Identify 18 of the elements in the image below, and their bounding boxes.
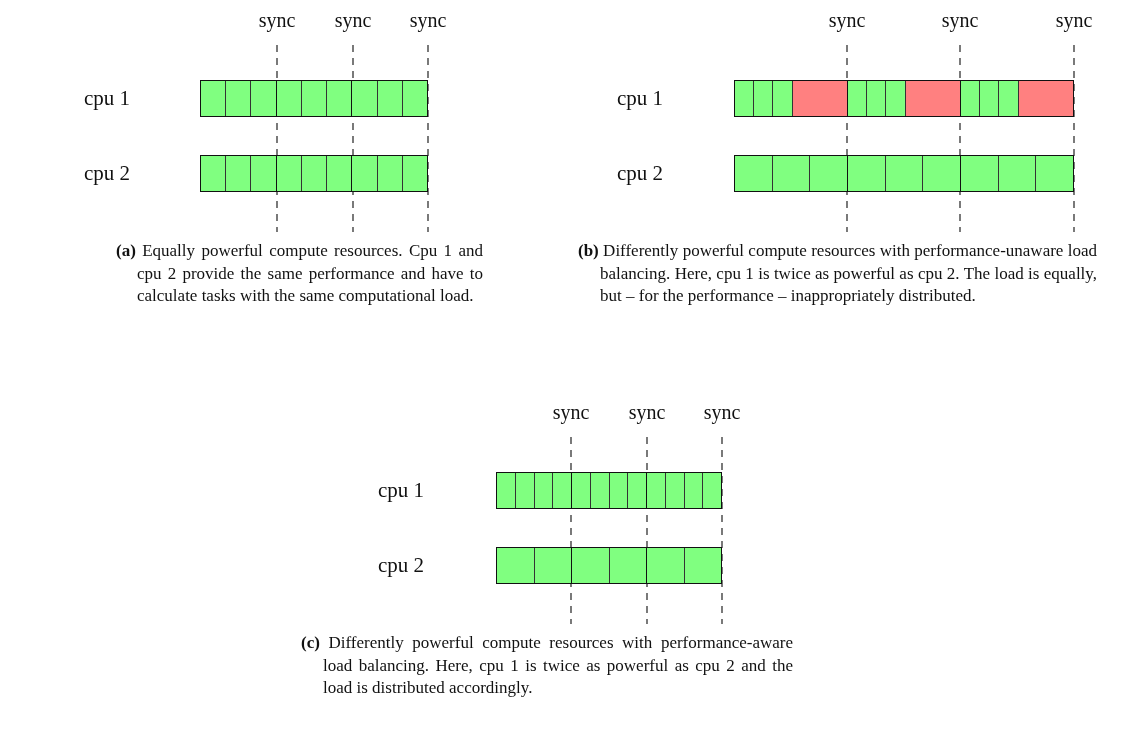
cpu-label: cpu 1 (84, 86, 131, 110)
cpu-label: cpu 1 (617, 86, 664, 110)
sync-label: sync (552, 400, 590, 424)
cpu-label: cpu 2 (617, 161, 664, 185)
subfigure-caption: (a) Equally powerful compute resources. Cpu 1 and cpu 2 provide the same performance and have to calculate tasks with the same computational load. (116, 240, 483, 307)
sync-label: sync (628, 400, 666, 424)
sync-label: sync (703, 400, 741, 424)
sync-label: sync (941, 8, 979, 32)
sync-label: sync (1055, 8, 1093, 32)
sync-label: sync (828, 8, 866, 32)
sync-label: sync (258, 8, 296, 32)
cpu-label: cpu 2 (378, 553, 425, 577)
sync-label: sync (409, 8, 447, 32)
sync-label: sync (334, 8, 372, 32)
cpu-label: cpu 2 (84, 161, 131, 185)
subfigure-caption: (b) Differently powerful compute resources with performance-unaware load balancing. Here, cpu 1 is twice as powerful as cpu 2. The load is equally, but – for the performance – inappropriately distributed. (578, 240, 1097, 307)
subfigure-caption: (c) Differently powerful compute resources with performance-aware load balancing. Here, cpu 1 is twice as powerful as cpu 2 and the load is distributed accordingly. (301, 632, 793, 699)
cpu-label: cpu 1 (378, 478, 425, 502)
